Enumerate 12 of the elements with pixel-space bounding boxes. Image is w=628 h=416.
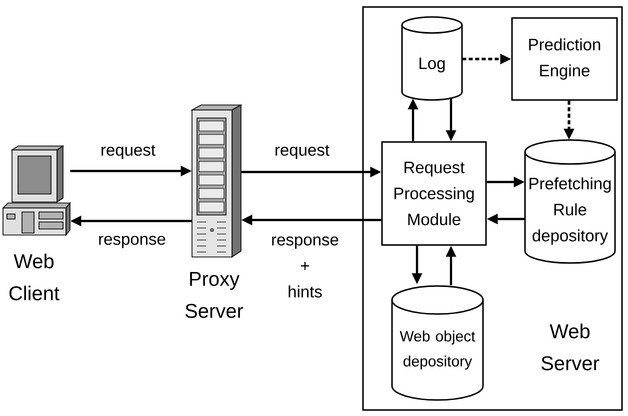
- node-label: Web Client: [9, 254, 60, 300]
- node-label: Proxy Server: [185, 272, 244, 318]
- edge-label: request: [274, 144, 331, 160]
- edge-label: response + hints: [269, 235, 341, 299]
- edge-label: request: [100, 144, 157, 160]
- process-box: Prediction Engine: [511, 17, 618, 101]
- process-box: Request Processing Module: [381, 141, 487, 246]
- edge-label: response: [97, 234, 167, 250]
- group-label: Web Server: [541, 324, 600, 370]
- database-cylinder: Prefetching Rule depository: [524, 139, 616, 264]
- database-cylinder: Log: [401, 16, 463, 101]
- database-cylinder: Web object depository: [391, 285, 484, 401]
